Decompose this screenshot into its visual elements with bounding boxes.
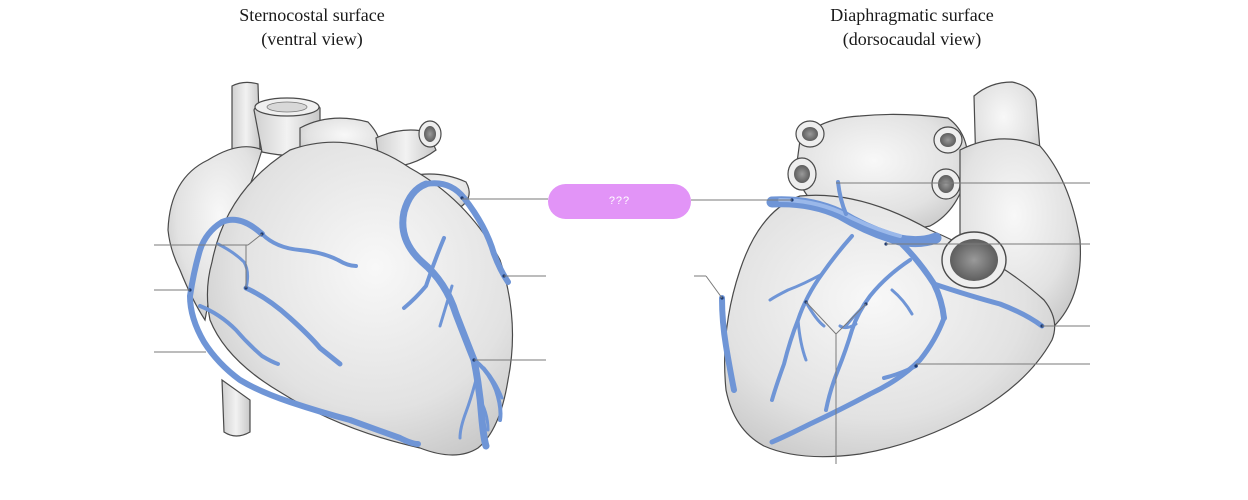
sternocostal-title-line2: (ventral view) bbox=[261, 29, 363, 49]
sternocostal-title: Sternocostal surface (ventral view) bbox=[212, 3, 412, 51]
sternocostal-heart bbox=[167, 81, 514, 456]
inferior-vena-cava bbox=[221, 378, 251, 437]
sternocostal-title-line1: Sternocostal surface bbox=[239, 5, 385, 25]
leader-lines-right bbox=[691, 182, 1090, 464]
diaphragmatic-title: Diaphragmatic surface (dorsocaudal view) bbox=[812, 3, 1012, 51]
diaphragmatic-heart bbox=[719, 81, 1082, 458]
diaphragmatic-title-line2: (dorsocaudal view) bbox=[842, 29, 982, 49]
answer-label-box[interactable]: ??? bbox=[548, 184, 691, 219]
answer-label-text: ??? bbox=[608, 195, 631, 207]
diaphragmatic-title-line1: Diaphragmatic surface bbox=[830, 5, 994, 25]
coronary-veins-ventral bbox=[187, 180, 511, 450]
ventricles-ventral bbox=[206, 141, 514, 456]
leader-lines-left bbox=[154, 198, 548, 361]
coronary-veins-dorsal bbox=[719, 180, 1045, 445]
